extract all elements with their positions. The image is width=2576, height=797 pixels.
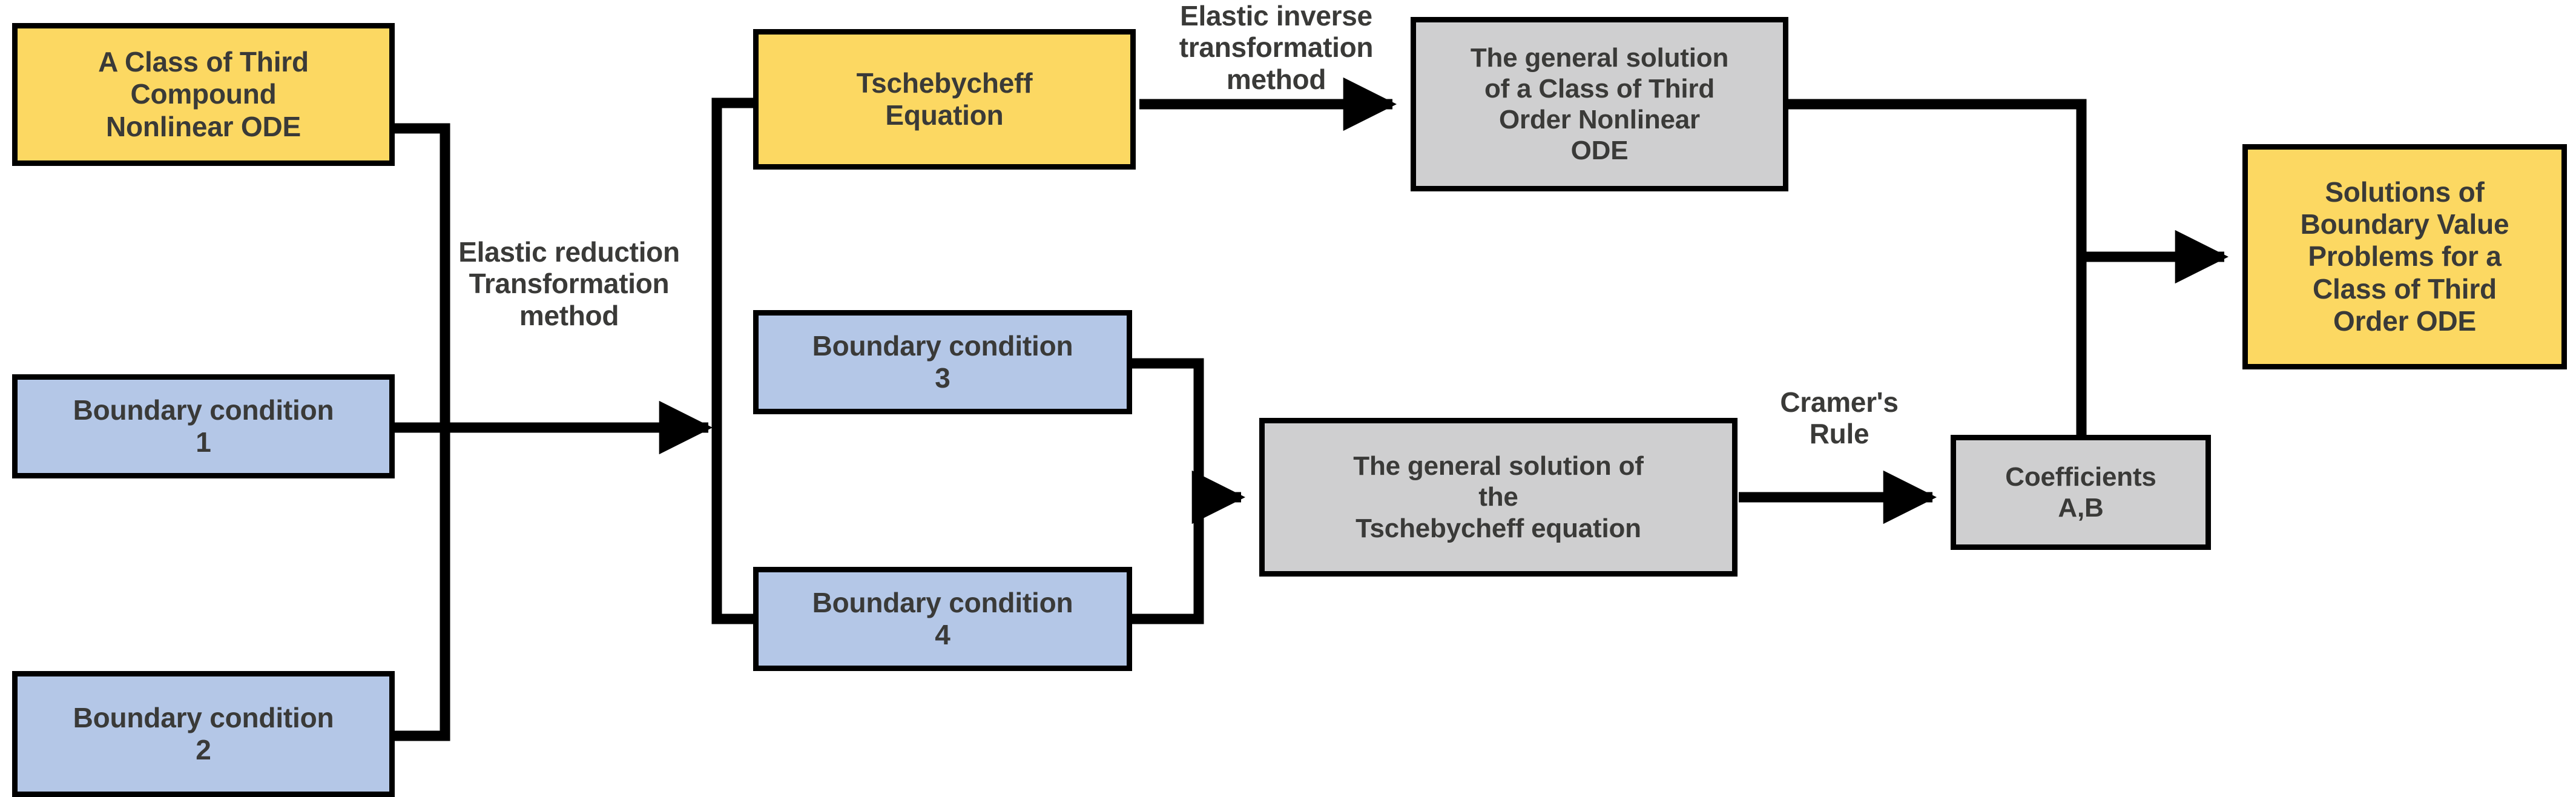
node-boundary-condition-4[interactable]: Boundary condition 4 — [753, 567, 1132, 671]
node-solutions-boundary-value-problems[interactable]: Solutions of Boundary Value Problems for… — [2242, 144, 2567, 369]
node-boundary-condition-1[interactable]: Boundary condition 1 — [12, 374, 395, 478]
edge-label-elastic-inverse-transformation-method: Elastic inverse transformation method — [1179, 0, 1374, 95]
node-coefficients-a-b[interactable]: Coefficients A,B — [1951, 435, 2211, 550]
edge-label-cramers-rule: Cramer's Rule — [1780, 386, 1899, 450]
node-tschebycheff-equation[interactable]: Tschebycheff Equation — [753, 29, 1136, 170]
right-column-distribution-bus — [711, 98, 759, 624]
node-general-solution-nonlinear-ode[interactable]: The general solution of a Class of Third… — [1411, 17, 1788, 191]
boundary-conditions-merge-bus — [1127, 358, 1204, 624]
node-boundary-condition-3[interactable]: Boundary condition 3 — [753, 310, 1132, 414]
node-third-order-ode[interactable]: A Class of Third Compound Nonlinear ODE — [12, 23, 395, 166]
left-merge-bus — [389, 123, 450, 741]
node-boundary-condition-2[interactable]: Boundary condition 2 — [12, 671, 395, 797]
edge-label-elastic-reduction-transformation-method: Elastic reduction Transformation method — [458, 236, 680, 331]
node-general-solution-tschebycheff[interactable]: The general solution of the Tschebycheff… — [1259, 418, 1738, 577]
